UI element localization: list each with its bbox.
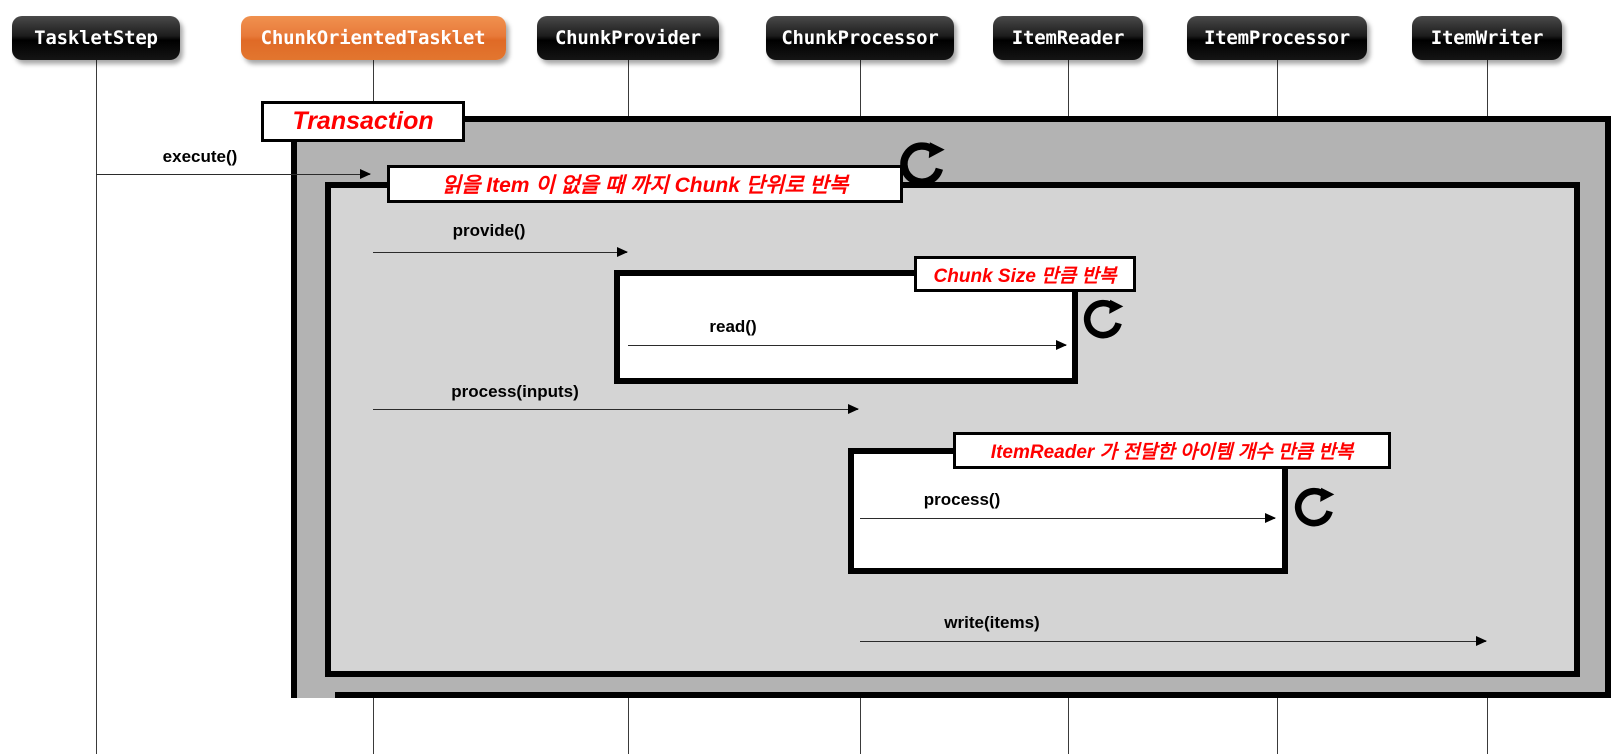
participant-label: ChunkProcessor bbox=[781, 27, 939, 49]
participant-label: ItemReader bbox=[1011, 27, 1125, 49]
participant-label: ChunkOrientedTasklet bbox=[260, 27, 486, 49]
message-label-write-items: write(items) bbox=[944, 613, 1040, 632]
lifeline-tasklet-step bbox=[96, 60, 97, 754]
participant-chunk-oriented-tasklet[interactable]: ChunkOrientedTasklet bbox=[240, 16, 506, 60]
message-label-process: process() bbox=[923, 490, 1001, 509]
message-arrow-process-inputs bbox=[373, 404, 859, 414]
participant-chunk-processor[interactable]: ChunkProcessor bbox=[766, 16, 954, 60]
participant-item-processor[interactable]: ItemProcessor bbox=[1187, 16, 1367, 60]
message-label-read: read() bbox=[709, 317, 757, 336]
participant-item-writer[interactable]: ItemWriter bbox=[1412, 16, 1562, 60]
read-loop-label: Chunk Size 만큼 반복 bbox=[914, 256, 1136, 292]
participant-label: TaskletStep bbox=[34, 27, 158, 49]
process-loop-label: ItemReader 가 전달한 아이템 개수 만큼 반복 bbox=[953, 432, 1391, 469]
message-arrow-provide bbox=[373, 247, 628, 257]
participant-tasklet-step[interactable]: TaskletStep bbox=[12, 16, 180, 60]
loop-repeat-icon bbox=[1081, 296, 1128, 343]
message-label-provide: provide() bbox=[452, 221, 526, 240]
participant-chunk-provider[interactable]: ChunkProvider bbox=[537, 16, 719, 60]
participant-label: ItemWriter bbox=[1430, 27, 1544, 49]
transaction-label: Transaction bbox=[261, 101, 465, 142]
loop-repeat-icon bbox=[897, 138, 950, 191]
chunk-loop-label: 읽을 Item 이 없을 때 까지 Chunk 단위로 반복 bbox=[387, 165, 903, 203]
message-arrow-execute bbox=[96, 169, 371, 179]
participant-label: ItemProcessor bbox=[1203, 27, 1351, 49]
message-arrow-process bbox=[860, 513, 1276, 523]
participant-label: ChunkProvider bbox=[554, 27, 702, 49]
message-arrow-read bbox=[628, 340, 1067, 350]
loop-repeat-icon bbox=[1292, 484, 1339, 531]
message-arrow-write-items bbox=[860, 636, 1487, 646]
participant-item-reader[interactable]: ItemReader bbox=[993, 16, 1143, 60]
message-label-process-inputs: process(inputs) bbox=[451, 382, 579, 401]
message-label-execute: execute() bbox=[162, 147, 238, 166]
